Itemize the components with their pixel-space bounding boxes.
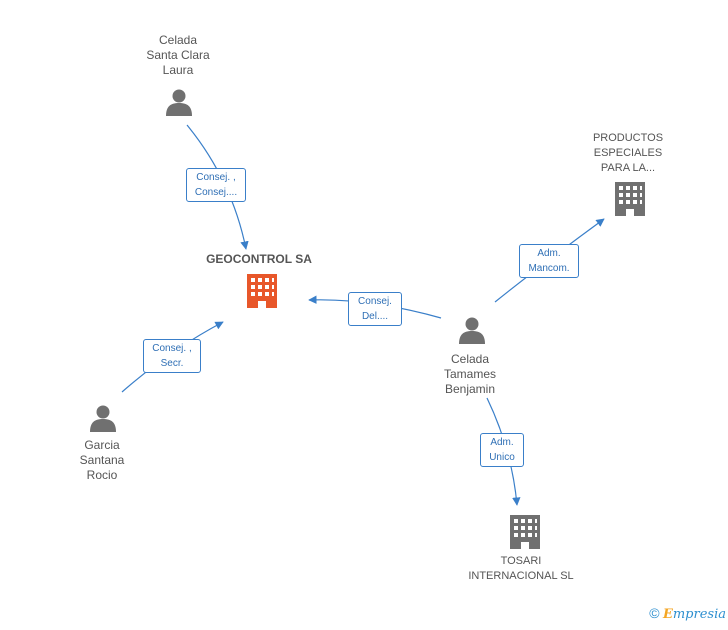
name-line: Garcia (84, 438, 120, 452)
edge-label-consej-consej[interactable]: Consej. , Consej.... (186, 168, 246, 202)
node-productos-label[interactable]: PRODUCTOS ESPECIALES PARA LA... (578, 131, 678, 176)
node-garcia-label[interactable]: Garcia Santana Rocio (52, 438, 152, 483)
role-line: Unico (489, 452, 515, 463)
person-icon[interactable] (166, 89, 192, 117)
company-name: GEOCONTROL SA (206, 252, 312, 266)
edge-label-adm-mancom[interactable]: Adm. Mancom. (519, 244, 579, 278)
company-name-line: PARA LA... (600, 162, 656, 174)
building-icon[interactable] (615, 182, 645, 216)
role-line: Adm. (537, 248, 561, 259)
role-line: Mancom. (528, 263, 570, 274)
name-line: Celada (158, 33, 198, 47)
node-tosari-label[interactable]: TOSARI INTERNACIONAL SL (461, 554, 581, 584)
edge-label-consej-secr[interactable]: Consej. , Secr. (143, 339, 201, 373)
company-name-line: PRODUCTOS (592, 132, 664, 144)
role-line: Secr. (160, 358, 184, 369)
node-celada-benjamin-label[interactable]: Celada Tamames Benjamin (420, 352, 520, 397)
name-line: Santa Clara (146, 48, 210, 62)
empresia-footer[interactable]: © Empresia (649, 605, 726, 622)
role-line: Del.... (361, 311, 389, 322)
role-line: Consej. , (196, 172, 236, 183)
name-line: Rocio (86, 468, 118, 482)
company-name-line: ESPECIALES (593, 147, 663, 159)
name-line: Tamames (443, 367, 496, 381)
building-icon[interactable] (247, 274, 277, 308)
name-line: Santana (79, 453, 125, 467)
role-line: Consej. , (152, 343, 192, 354)
edge-label-adm-unico[interactable]: Adm. Unico (480, 433, 524, 467)
name-line: Benjamin (444, 382, 496, 396)
copyright-symbol: © (649, 605, 660, 621)
role-line: Adm. (490, 437, 514, 448)
role-line: Consej.... (194, 187, 238, 198)
building-icon[interactable] (510, 515, 540, 549)
person-icon[interactable] (459, 317, 485, 345)
node-celada-laura-label[interactable]: Celada Santa Clara Laura (128, 33, 228, 78)
name-line: Laura (162, 63, 194, 77)
logo-rest: mpresia (672, 607, 726, 622)
edge-label-consej-del[interactable]: Consej. Del.... (348, 292, 402, 326)
name-line: Celada (450, 352, 490, 366)
person-icon[interactable] (90, 405, 116, 433)
company-name-line: INTERNACIONAL SL (468, 570, 574, 582)
logo-initial: E (662, 607, 673, 622)
company-name-line: TOSARI (500, 555, 542, 567)
role-line: Consej. (358, 296, 392, 307)
node-geocontrol-label[interactable]: GEOCONTROL SA (194, 252, 324, 267)
empresia-logo: Empresia (663, 607, 726, 622)
